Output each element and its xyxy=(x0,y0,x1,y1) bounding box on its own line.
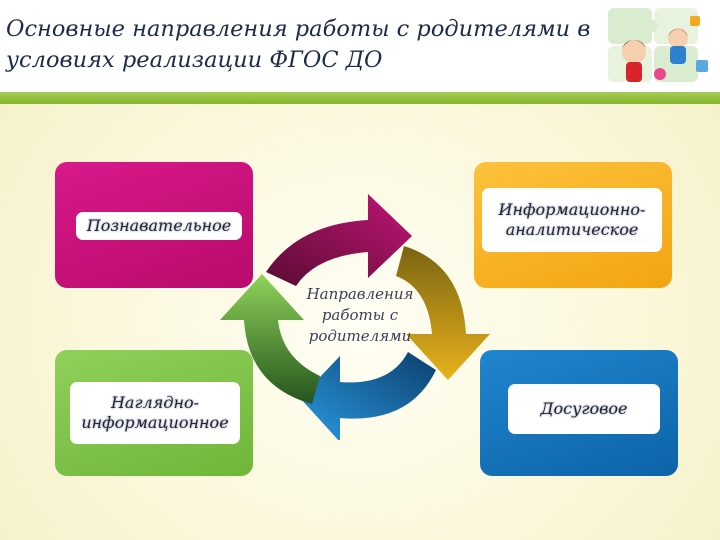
cycle-arrows xyxy=(220,194,490,440)
children-puzzle-logo-icon xyxy=(608,8,708,82)
arrow-right xyxy=(396,246,490,380)
center-label: Направления работы с родителями xyxy=(306,285,414,345)
node-cognitive-label: Познавательное xyxy=(76,212,242,240)
header-divider-bar xyxy=(0,92,720,104)
node-informational-analytical-label: Информационно-аналитическое xyxy=(482,188,662,252)
slide-title: Основные направления работы с родителями… xyxy=(6,16,591,73)
slide-header: Основные направления работы с родителями… xyxy=(0,0,720,92)
node-leisure-label: Досуговое xyxy=(508,384,660,434)
arrow-left xyxy=(220,274,320,404)
arrow-top xyxy=(266,194,412,286)
arrow-bottom xyxy=(300,352,436,440)
node-visual-informational-label: Наглядно-информационное xyxy=(70,382,240,444)
